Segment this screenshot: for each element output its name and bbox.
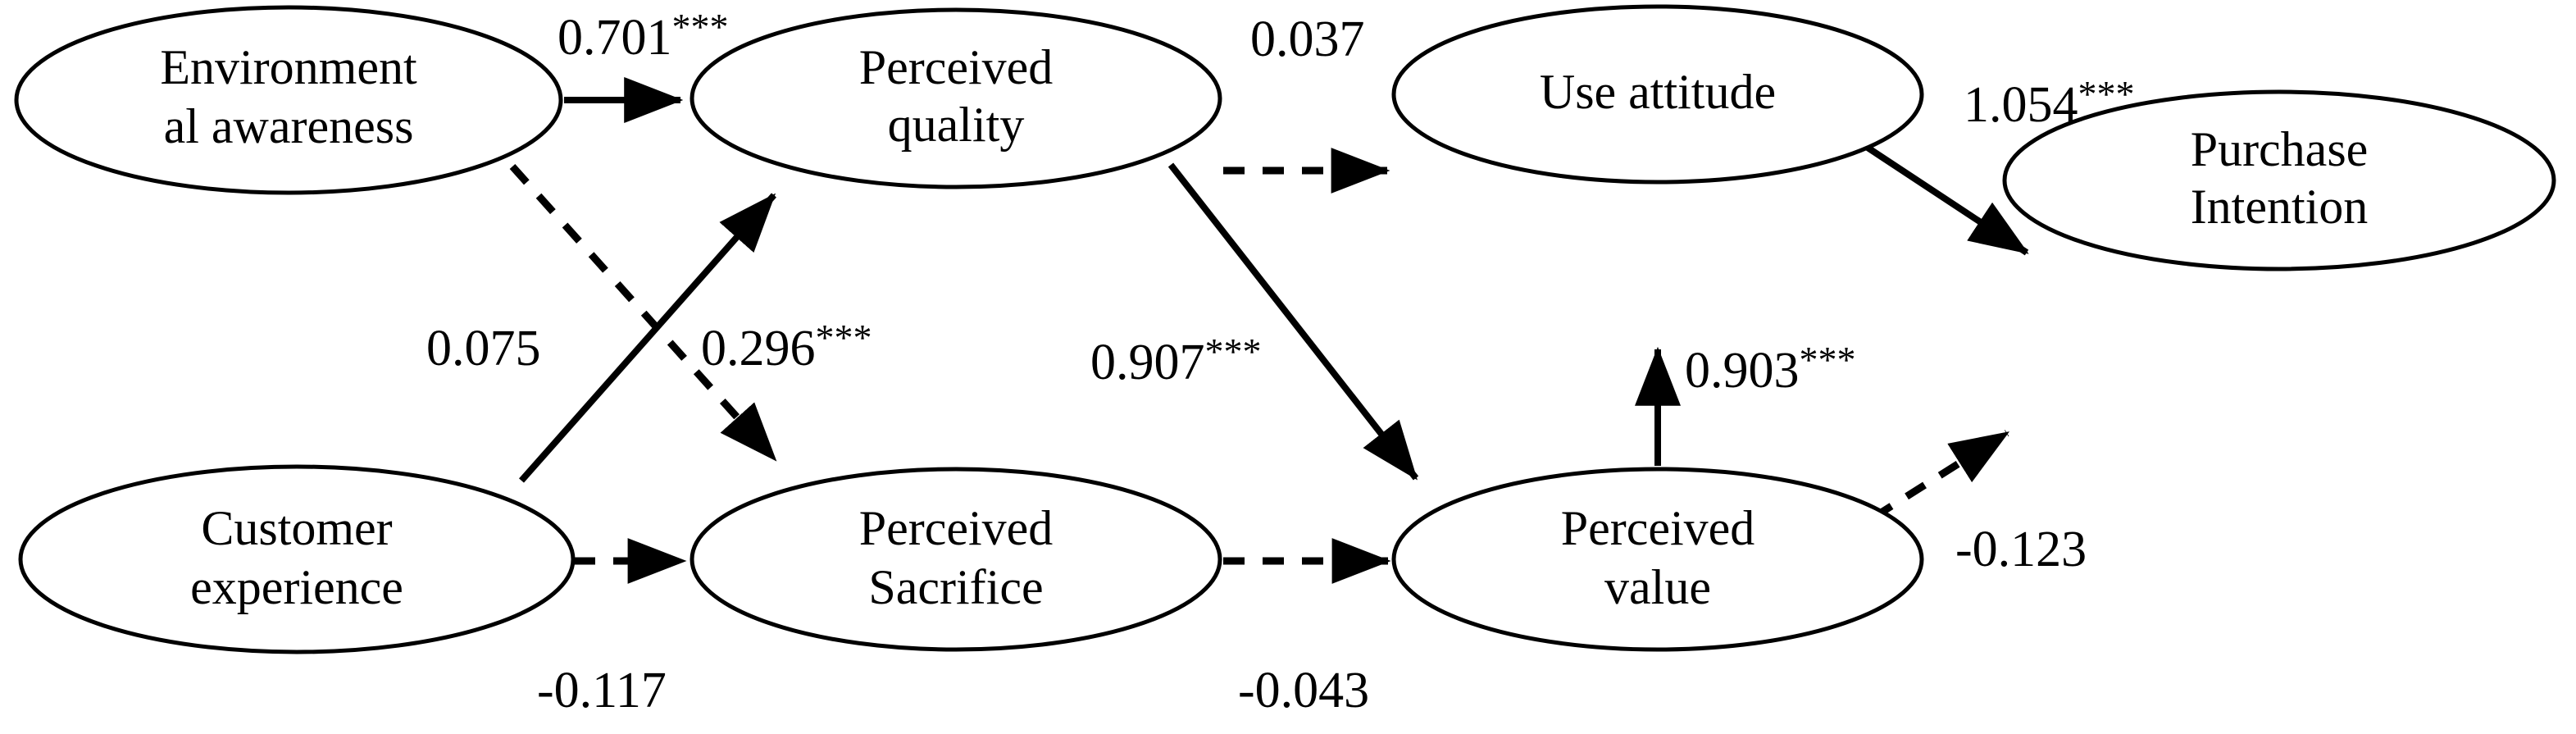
node-label-environmental-awareness-line2: al awareness xyxy=(164,99,414,153)
node-purchase-intention[interactable]: Purchase Intention xyxy=(2002,89,2556,271)
ellipse-perceived-value xyxy=(1391,467,1924,652)
coef-value-ps-to-pv: -0.043 xyxy=(1238,663,1369,718)
coef-value-pv-to-pi: -0.123 xyxy=(1955,522,2087,577)
node-label-purchase-intention-line1: Purchase xyxy=(2191,122,2369,176)
path-pq-to-pv xyxy=(1167,162,1419,481)
coef-value-ua-to-pi: 1.054 xyxy=(1964,77,2078,133)
path-ea-to-ps xyxy=(509,163,778,463)
svg-text:-0.043: -0.043 xyxy=(1238,663,1369,718)
coef-label-ce-to-ps: -0.117 xyxy=(537,663,667,718)
ellipse-use-attitude xyxy=(1391,4,1924,185)
node-label-use-attitude: Use attitude xyxy=(1540,65,1776,119)
ellipse-purchase-intention xyxy=(2002,89,2556,271)
node-label-customer-experience-line1: Customer xyxy=(201,501,392,555)
node-customer-experience[interactable]: Customer experience xyxy=(18,464,576,654)
coef-label-pq-to-pv: 0.907*** xyxy=(1090,331,1262,390)
ellipse-environmental-awareness xyxy=(14,5,563,195)
svg-text:0.907***: 0.907*** xyxy=(1090,331,1262,390)
node-label-perceived-value-line2: value xyxy=(1604,560,1711,614)
coef-stars-ua-to-pi: *** xyxy=(2078,73,2135,115)
svg-text:1.054***: 1.054*** xyxy=(1964,73,2135,133)
coef-label-ua-to-pi: 1.054*** xyxy=(1964,73,2135,133)
coef-value-ea-to-pq: 0.701 xyxy=(558,10,672,66)
coef-value-pv-to-ua: 0.903 xyxy=(1685,343,1800,399)
coef-stars-ea-to-pq: *** xyxy=(672,6,729,48)
node-label-perceived-sacrifice-line1: Perceived xyxy=(859,501,1054,555)
node-label-purchase-intention-line2: Intention xyxy=(2191,180,2369,234)
node-label-perceived-quality-line1: Perceived xyxy=(859,40,1054,94)
svg-text:0.296***: 0.296*** xyxy=(701,317,872,376)
node-perceived-value[interactable]: Perceived value xyxy=(1391,467,1924,652)
path-pv-to-pi xyxy=(1871,430,2010,521)
coef-stars-pv-to-ua: *** xyxy=(1800,339,1856,381)
coef-label-pq-to-ua: 0.037 xyxy=(1250,11,1365,67)
coef-label-ps-to-pv: -0.043 xyxy=(1238,663,1369,718)
svg-text:0.037: 0.037 xyxy=(1250,11,1365,67)
node-use-attitude[interactable]: Use attitude xyxy=(1391,4,1924,185)
ellipse-customer-experience xyxy=(18,464,576,654)
path-ua-to-pi xyxy=(1865,144,2029,256)
coef-value-ce-to-ps: -0.117 xyxy=(537,663,667,718)
svg-text:-0.123: -0.123 xyxy=(1955,522,2087,577)
svg-text:0.903***: 0.903*** xyxy=(1685,339,1856,399)
svg-text:-0.117: -0.117 xyxy=(537,663,667,718)
node-label-customer-experience-line2: experience xyxy=(190,560,403,614)
coef-value-pq-to-ua: 0.037 xyxy=(1250,11,1365,67)
coef-value-ea-to-ps: 0.075 xyxy=(426,321,541,376)
coef-label-ce-to-pq: 0.296*** xyxy=(701,317,872,376)
ellipse-perceived-sacrifice xyxy=(690,467,1222,652)
coef-label-pv-to-pi: -0.123 xyxy=(1955,522,2087,577)
svg-text:0.701***: 0.701*** xyxy=(558,6,729,66)
svg-text:0.075: 0.075 xyxy=(426,321,541,376)
node-perceived-sacrifice[interactable]: Perceived Sacrifice xyxy=(690,467,1222,652)
node-environmental-awareness[interactable]: Environment al awareness xyxy=(14,5,563,195)
node-label-perceived-sacrifice-line2: Sacrifice xyxy=(868,560,1043,614)
node-label-perceived-value-line1: Perceived xyxy=(1561,501,1755,555)
coef-label-ea-to-ps: 0.075 xyxy=(426,321,541,376)
path-ce-to-pq xyxy=(519,193,776,483)
coef-value-pq-to-pv: 0.907 xyxy=(1090,335,1205,390)
coef-stars-ce-to-pq: *** xyxy=(816,317,872,358)
node-label-environmental-awareness-line1: Environment xyxy=(160,40,417,94)
coef-label-ea-to-pq: 0.701*** xyxy=(558,6,729,66)
node-perceived-quality[interactable]: Perceived quality xyxy=(690,7,1222,189)
coef-stars-pq-to-pv: *** xyxy=(1205,331,1262,372)
node-label-perceived-quality-line2: quality xyxy=(888,98,1025,152)
coef-value-ce-to-pq: 0.296 xyxy=(701,321,816,376)
coef-label-pv-to-ua: 0.903*** xyxy=(1685,339,1856,399)
ellipse-perceived-quality xyxy=(690,7,1222,189)
